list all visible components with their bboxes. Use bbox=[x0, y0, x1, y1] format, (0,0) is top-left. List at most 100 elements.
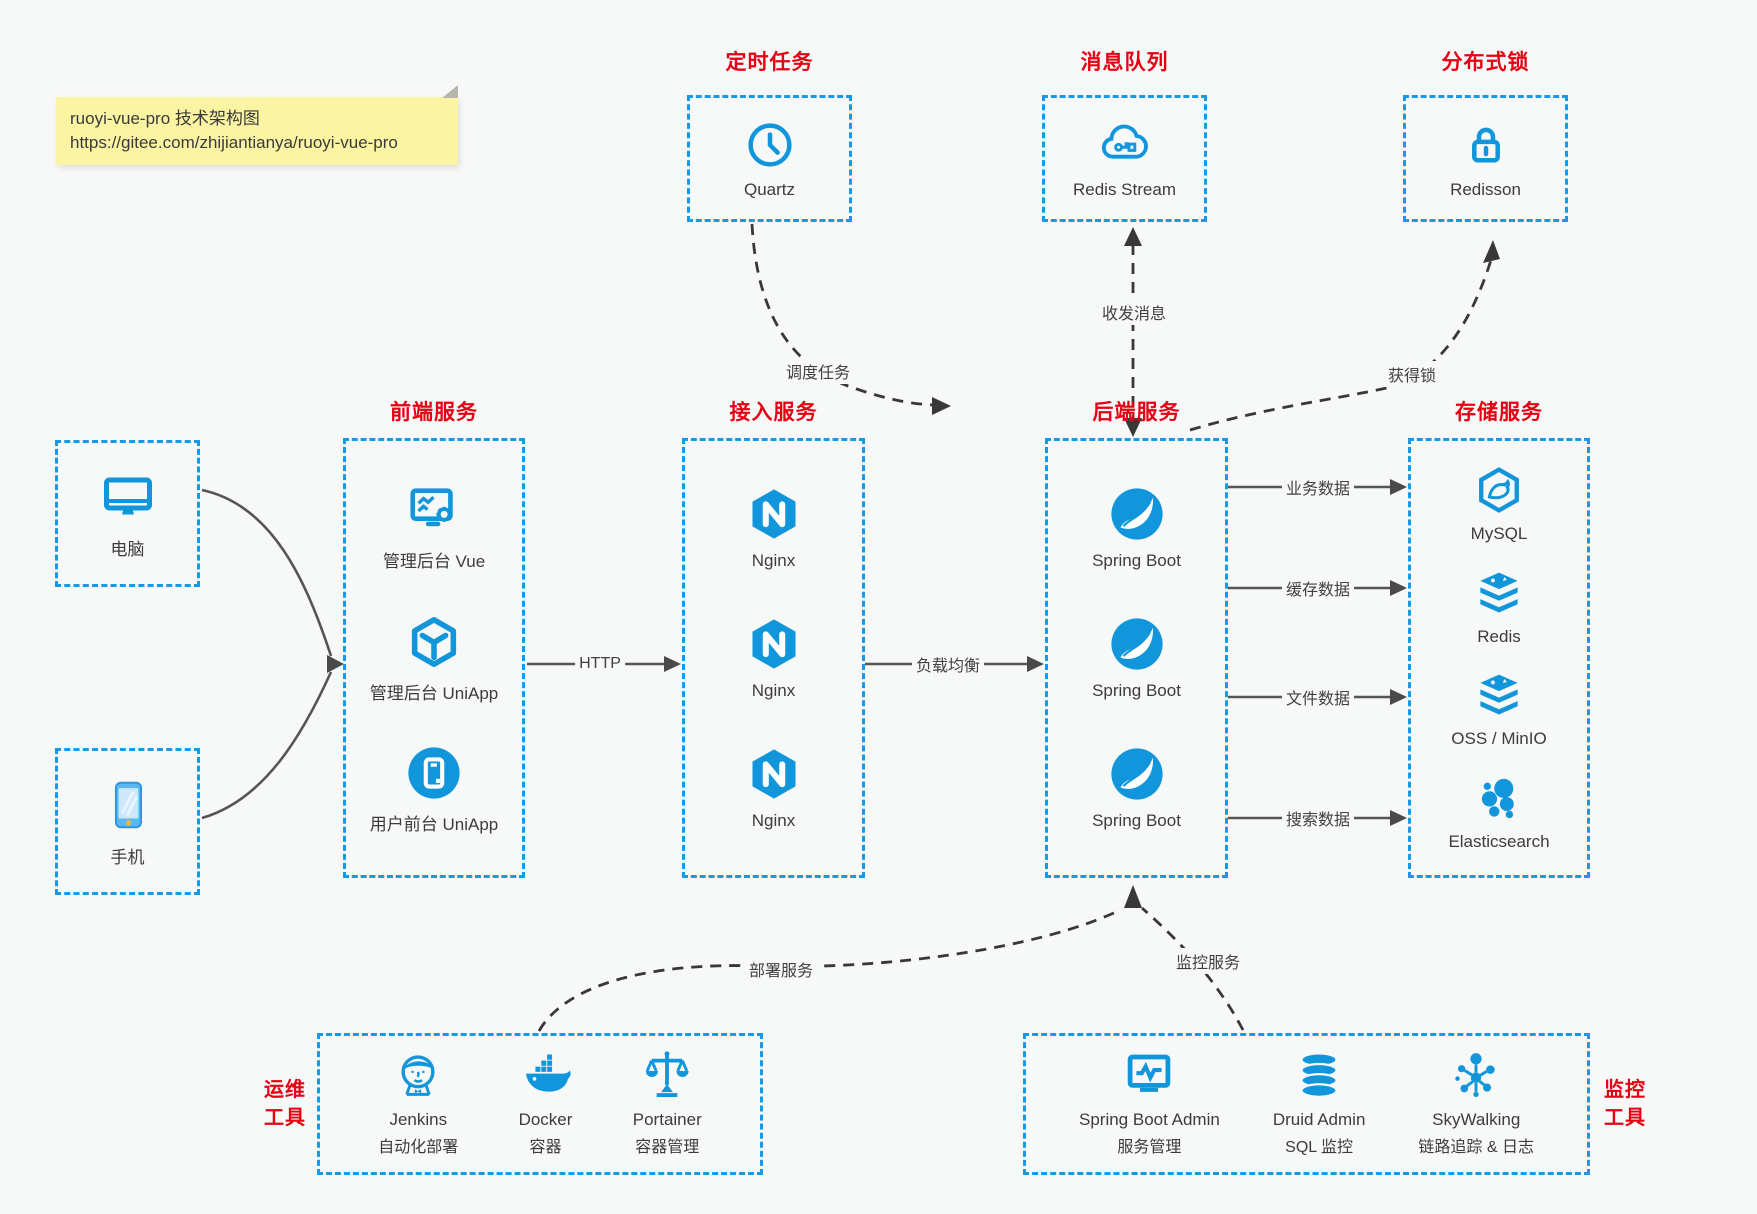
docker-whale-icon bbox=[525, 1054, 571, 1092]
computer-item: 电脑 bbox=[96, 467, 160, 560]
storage-item: Redis bbox=[1472, 567, 1526, 647]
edge-label-load-balance: 负载均衡 bbox=[911, 651, 985, 677]
edge-label-file-data: 文件数据 bbox=[1281, 684, 1355, 710]
phone-circle-icon bbox=[408, 747, 460, 799]
service-label: OSS / MinIO bbox=[1451, 729, 1547, 749]
backend-box: Spring Boot Spring Boot Spring Boot bbox=[1045, 438, 1228, 878]
tool-name: Portainer bbox=[632, 1110, 702, 1129]
service-label: MySQL bbox=[1470, 523, 1528, 543]
service-label: 管理后台 UniApp bbox=[369, 683, 499, 703]
section-title-backend: 后端服务 bbox=[1092, 401, 1181, 424]
access-item: Nginx bbox=[744, 485, 804, 571]
access-item: Nginx bbox=[744, 745, 804, 831]
frontend-arrowhead bbox=[327, 655, 344, 673]
ops-item: Portainer 容器管理 bbox=[633, 1048, 702, 1157]
redis-stack-icon bbox=[1480, 675, 1518, 715]
tool-name: SkyWalking bbox=[1432, 1110, 1521, 1129]
service-label: Nginx bbox=[751, 551, 796, 570]
access-item: Nginx bbox=[744, 615, 804, 701]
storage-item: MySQL bbox=[1470, 464, 1528, 544]
jenkins-icon bbox=[401, 1055, 435, 1096]
topology-icon bbox=[1455, 1053, 1495, 1098]
section-title-access: 接入服务 bbox=[729, 401, 818, 424]
spring-icon bbox=[1110, 748, 1163, 800]
nginx-icon bbox=[751, 749, 796, 799]
redis-stream-item: Redis Stream bbox=[1073, 118, 1176, 200]
service-label: Nginx bbox=[751, 681, 796, 700]
clock-icon bbox=[747, 122, 792, 167]
section-title-monitoring: 监控 工具 bbox=[1604, 1076, 1664, 1132]
admin-vue-icon bbox=[410, 488, 453, 527]
service-label: Redisson bbox=[1450, 179, 1521, 199]
redisson-item: Redisson bbox=[1450, 118, 1521, 200]
service-label: Redis Stream bbox=[1073, 179, 1176, 199]
tool-name: Docker bbox=[518, 1110, 573, 1129]
service-label: Spring Boot bbox=[1092, 681, 1181, 700]
edge-label-schedule: 调度任务 bbox=[781, 358, 855, 384]
monitoring-title-line1: 监控 bbox=[1604, 1079, 1646, 1101]
monitoring-tools-box: Spring Boot Admin 服务管理 Druid Admin SQL 监… bbox=[1023, 1033, 1590, 1175]
computer-box: 电脑 bbox=[55, 440, 200, 587]
uniapp-cube-icon bbox=[411, 616, 457, 667]
edge-label-http: HTTP bbox=[575, 654, 625, 674]
quartz-item: Quartz bbox=[743, 118, 797, 200]
service-label: 管理后台 Vue bbox=[382, 552, 486, 572]
section-title-scheduled: 定时任务 bbox=[725, 51, 814, 74]
tool-name: Jenkins bbox=[389, 1110, 448, 1129]
monitoring-item: Spring Boot Admin 服务管理 bbox=[1079, 1048, 1220, 1157]
edge-label-deploy: 部署服务 bbox=[744, 956, 818, 982]
tool-desc: 服务管理 bbox=[1117, 1139, 1182, 1156]
monitor-pulse-icon bbox=[1128, 1054, 1171, 1092]
client-label: 电脑 bbox=[110, 540, 145, 559]
smartphone-icon bbox=[114, 781, 142, 829]
storage-box: MySQL Redis bbox=[1408, 438, 1590, 878]
note-url: https://gitee.com/zhijiantianya/ruoyi-vu… bbox=[70, 133, 398, 152]
phone-box: 手机 bbox=[55, 748, 200, 895]
edge-label-business-data: 业务数据 bbox=[1281, 474, 1355, 500]
padlock-icon bbox=[1471, 127, 1500, 163]
client-label: 手机 bbox=[110, 848, 145, 867]
distributed-lock-box: Redisson bbox=[1403, 95, 1568, 222]
tool-name: Druid Admin bbox=[1272, 1110, 1366, 1129]
section-title-lock: 分布式锁 bbox=[1441, 51, 1530, 74]
tool-desc: 链路追踪 & 日志 bbox=[1418, 1139, 1534, 1156]
note-fold-corner bbox=[442, 85, 458, 98]
ops-item: Docker 容器 bbox=[517, 1048, 575, 1157]
storage-item: Elasticsearch bbox=[1448, 772, 1550, 852]
ops-tools-box: Jenkins 自动化部署 Docker 容器 bbox=[317, 1033, 763, 1175]
tool-desc: 容器 bbox=[529, 1139, 562, 1156]
monitoring-title-line2: 工具 bbox=[1604, 1107, 1646, 1129]
service-label: Quartz bbox=[743, 179, 796, 199]
frontend-item: 管理后台 Vue bbox=[383, 481, 485, 572]
nginx-icon bbox=[751, 489, 796, 539]
storage-item: OSS / MinIO bbox=[1451, 669, 1547, 749]
edge-label-messages: 收发消息 bbox=[1097, 299, 1171, 325]
nginx-icon bbox=[751, 619, 796, 669]
mysql-icon bbox=[1479, 466, 1519, 513]
edge-label-cache-data: 缓存数据 bbox=[1281, 575, 1355, 601]
message-queue-box: Redis Stream bbox=[1042, 95, 1207, 222]
redis-stack-icon bbox=[1480, 572, 1518, 613]
frontend-item: 用户前台 UniApp bbox=[370, 744, 498, 835]
edge-label-monitor: 监控服务 bbox=[1171, 948, 1245, 974]
spring-icon bbox=[1110, 488, 1163, 540]
backend-item: Spring Boot bbox=[1092, 485, 1181, 571]
access-box: Nginx Nginx Nginx bbox=[682, 438, 865, 878]
frontend-box: 管理后台 Vue 管理后台 UniApp 用户前台 UniApp bbox=[343, 438, 525, 878]
cloud-stream-icon bbox=[1102, 124, 1149, 159]
section-title-ops: 运维 工具 bbox=[248, 1076, 306, 1132]
ops-item: Jenkins 自动化部署 bbox=[378, 1048, 458, 1157]
deploy-curve bbox=[537, 908, 1121, 1032]
ops-title-line1: 运维 bbox=[264, 1079, 306, 1101]
monitoring-item: SkyWalking 链路追踪 & 日志 bbox=[1418, 1048, 1534, 1157]
elasticsearch-icon bbox=[1481, 779, 1514, 819]
ops-title-line2: 工具 bbox=[264, 1107, 306, 1129]
tool-desc: 容器管理 bbox=[635, 1139, 700, 1156]
section-title-frontend: 前端服务 bbox=[390, 401, 478, 424]
edge-label-acquire-lock: 获得锁 bbox=[1383, 361, 1441, 387]
section-title-storage: 存储服务 bbox=[1455, 401, 1543, 424]
tool-desc: SQL 监控 bbox=[1285, 1139, 1354, 1156]
frontend-item: 管理后台 UniApp bbox=[370, 613, 498, 704]
client-to-frontend-curves bbox=[201, 488, 333, 820]
sticky-note: ruoyi-vue-pro 技术架构图 https://gitee.com/zh… bbox=[56, 85, 458, 165]
